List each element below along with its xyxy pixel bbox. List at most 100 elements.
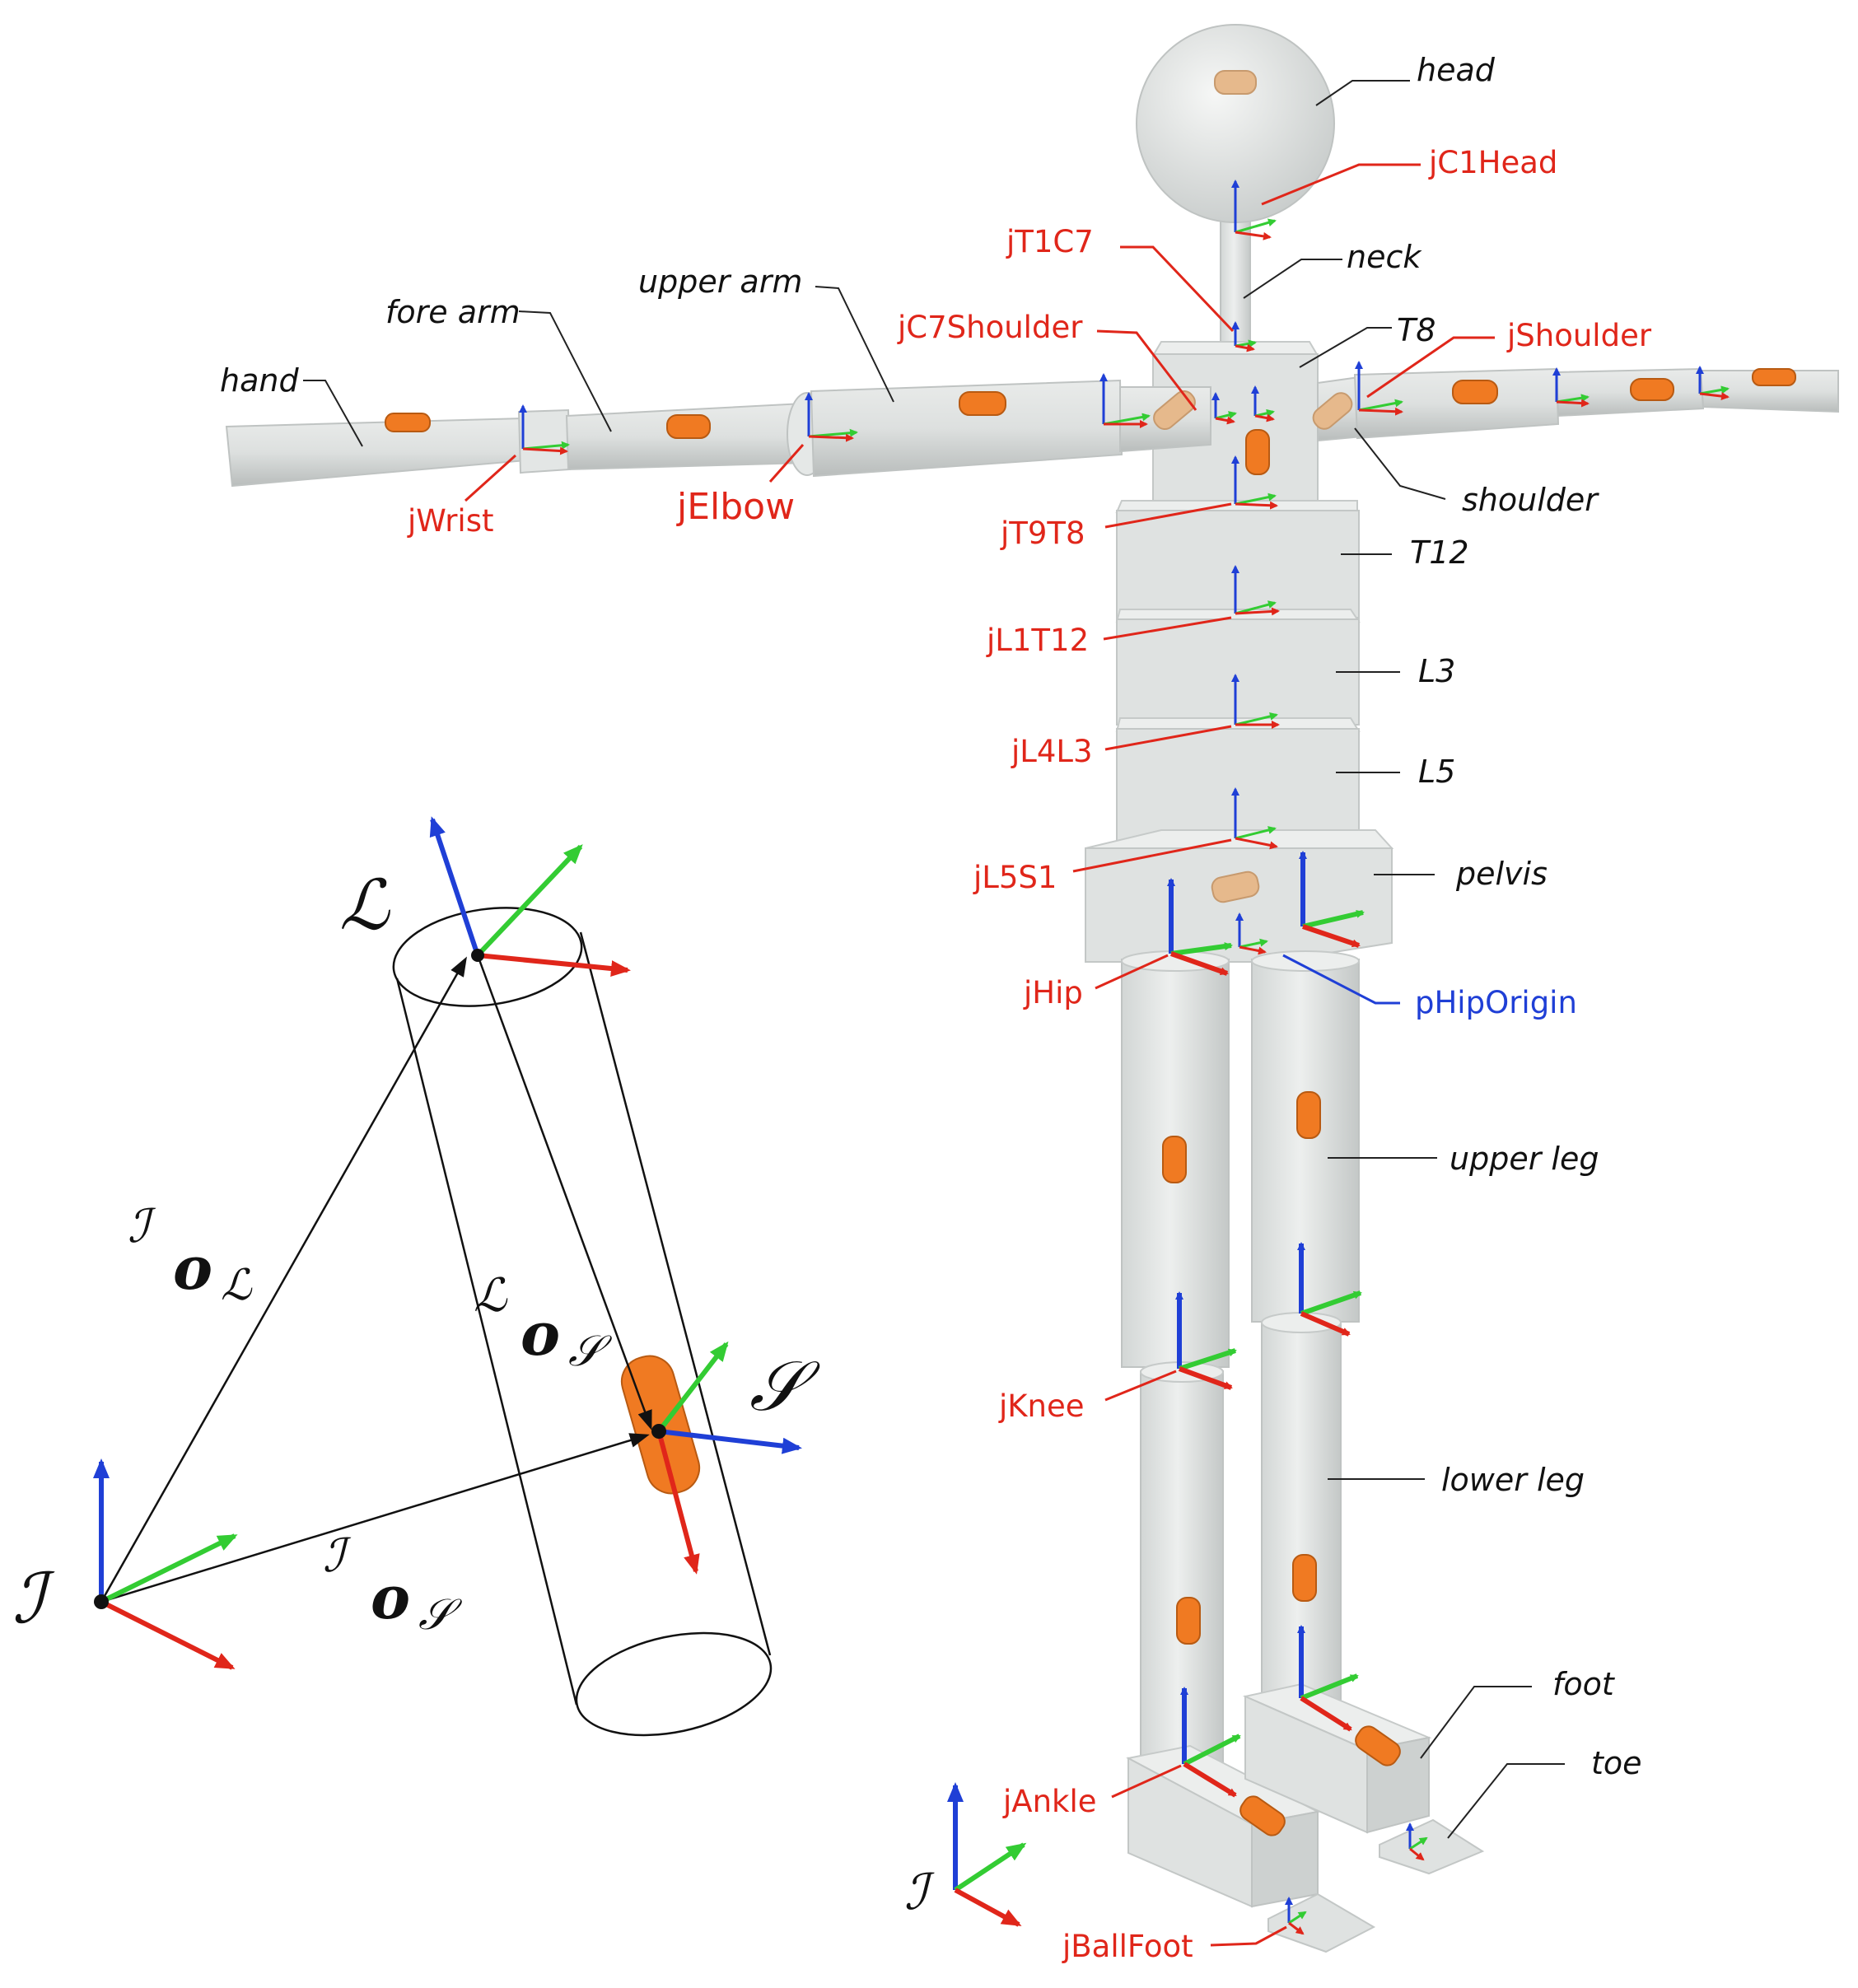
label-t12: T12: [1410, 534, 1469, 571]
label-t8: T8: [1397, 312, 1436, 348]
label-jt1c7: jT1C7: [1006, 224, 1094, 259]
frame-elbow-right: [1552, 367, 1590, 408]
label-head: head: [1417, 52, 1496, 88]
sensor-pelvis: [1211, 870, 1260, 903]
label-jhip: jHip: [1023, 975, 1083, 1010]
sensor-hand-left: [385, 413, 431, 432]
frame-c1head: [1231, 180, 1277, 240]
label-fore-arm: fore arm: [385, 294, 521, 330]
label-toe: toe: [1591, 1745, 1642, 1781]
head-sensor: [1214, 70, 1257, 95]
sensor-shoulder-left: [1153, 390, 1196, 431]
label-jl4l3: jL4L3: [1011, 734, 1093, 769]
label-jl1t12: jL1T12: [986, 623, 1089, 658]
upper-arm-segment-right: [1353, 367, 1560, 440]
label-l5: L5: [1418, 754, 1455, 790]
frame-ankle-right: [1297, 1625, 1359, 1732]
label-foot: foot: [1552, 1666, 1616, 1702]
svg-text:𝒮: 𝒮: [418, 1590, 463, 1640]
cylinder-bottom: [575, 1631, 773, 1737]
frame-l4l3: [1231, 674, 1280, 729]
label-jwrist: jWrist: [407, 503, 493, 539]
toe-segment-right: [1379, 1818, 1485, 1875]
body-model: [225, 24, 1839, 1953]
frame-wrist-right: [1696, 366, 1730, 401]
joint-frames: [519, 180, 1730, 1935]
fore-arm-segment-right: [1555, 367, 1705, 418]
segment-labels: head neck T8 T12 L3 L5 pelvis shoulder u…: [220, 52, 1642, 1839]
label-lower-leg: lower leg: [1441, 1462, 1585, 1498]
sensor-hand-right: [1752, 368, 1796, 386]
frame-l-label: ℒ: [339, 865, 390, 945]
label-hand: hand: [220, 362, 299, 399]
label-jshoulder: jShoulder: [1506, 318, 1652, 353]
frame-c7shoulder-right: [1251, 385, 1275, 422]
svg-text:o: o: [371, 1562, 410, 1632]
sensor-foot-right: [1355, 1725, 1401, 1766]
frame-i-label: ℐ: [12, 1558, 55, 1639]
frame-knee-right: [1297, 1242, 1362, 1337]
frame-ballfoot-right: [1406, 1822, 1428, 1861]
sensor-lowerleg-left: [1176, 1597, 1201, 1645]
label-shoulder: shoulder: [1462, 482, 1599, 518]
frame-wrist-left: [519, 404, 570, 455]
frame-ballfoot-left: [1285, 1897, 1307, 1935]
frame-shoulder-right: [1355, 361, 1403, 416]
label-upper-leg: upper leg: [1450, 1141, 1599, 1177]
label-i-o-s: ℐ o 𝒮: [323, 1529, 463, 1640]
frame-l1t12: [1231, 565, 1280, 616]
frame-elbow-left: [805, 392, 858, 442]
sensor-shoulder-right: [1312, 392, 1353, 430]
svg-text:ℐ: ℐ: [323, 1529, 352, 1583]
sensor-t8: [1245, 429, 1270, 475]
label-l-o-s: ℒ o 𝒮: [474, 1269, 613, 1376]
sensors: [385, 368, 1796, 1836]
vector-l-o-s: [476, 954, 652, 1430]
point-labels: pHipOrigin: [1282, 954, 1577, 1020]
frame-hip-left: [1167, 878, 1233, 976]
sensor-upperarm-left: [959, 391, 1006, 416]
frame-s-label: 𝒮: [749, 1346, 820, 1426]
sensor-upperleg-right: [1296, 1091, 1321, 1139]
joint-labels: jC1Head jT1C7 jC7Shoulder jShoulder jWri…: [407, 145, 1652, 1964]
upper-arm-segment-left: [810, 379, 1123, 478]
svg-text:ℐ: ℐ: [128, 1200, 156, 1253]
sensor-forearm-left: [666, 414, 711, 439]
label-jelbow: jElbow: [676, 486, 795, 528]
sensor-forearm-right: [1630, 378, 1674, 401]
frame-ankle-left: [1180, 1687, 1241, 1798]
sensor-upperarm-right: [1452, 380, 1498, 404]
svg-text:o: o: [173, 1233, 212, 1303]
l3-segment: [1116, 618, 1360, 726]
svg-text:ℒ: ℒ: [221, 1261, 253, 1310]
label-jc1head: jC1Head: [1428, 145, 1557, 180]
toe-segment-left: [1267, 1892, 1376, 1953]
label-jt9t8: jT9T8: [1000, 516, 1085, 551]
label-jknee: jKnee: [998, 1388, 1085, 1424]
frame-t1c7: [1231, 321, 1257, 352]
hand-segment-left: [225, 417, 537, 488]
frame-hip-origin: [1235, 912, 1268, 955]
svg-text:ℒ: ℒ: [474, 1269, 508, 1323]
label-upper-arm: upper arm: [638, 264, 802, 300]
svg-text:o: o: [521, 1299, 560, 1369]
vector-i-o-s: [100, 1433, 650, 1603]
vector-i-o-l: [100, 956, 467, 1603]
sensor-foot-left: [1239, 1795, 1286, 1836]
svg-text:𝒮: 𝒮: [568, 1327, 613, 1376]
frame-shoulder-left: [1099, 373, 1151, 428]
frame-l5s1: [1231, 787, 1278, 850]
sensor-upperleg-left: [1162, 1136, 1187, 1183]
label-phiporigin: pHipOrigin: [1415, 985, 1577, 1020]
inertial-frame-bottom: ℐ: [904, 1782, 1027, 1927]
wrist-cap: [517, 408, 572, 474]
frame-hip-right: [1299, 851, 1365, 948]
label-pelvis: pelvis: [1455, 856, 1548, 892]
label-jl5s1: jL5S1: [973, 860, 1057, 895]
sensor-lowerleg-right: [1292, 1554, 1317, 1602]
upper-leg-segment-right: [1251, 959, 1360, 1323]
label-jballfoot: jBallFoot: [1062, 1929, 1193, 1964]
label-l3: L3: [1418, 653, 1455, 689]
cylinder-top: [392, 907, 583, 1007]
